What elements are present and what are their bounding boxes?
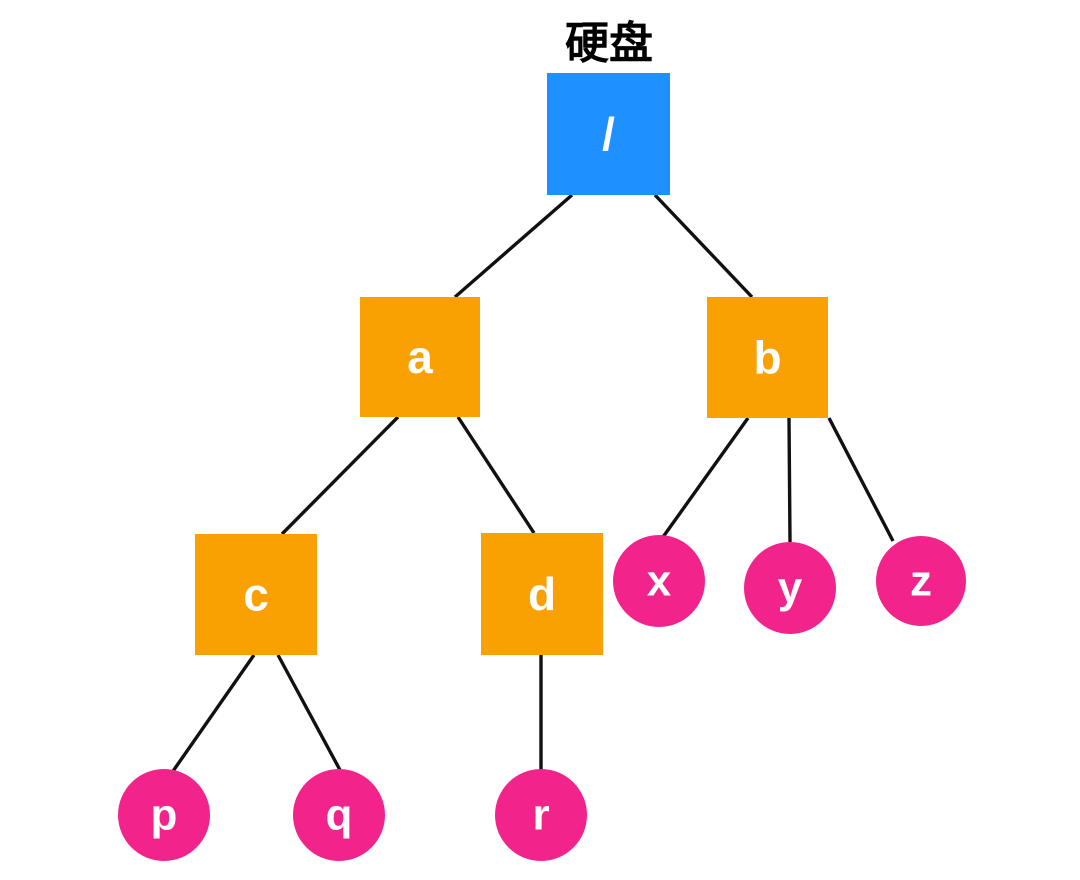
node-shape-b[interactable] (707, 297, 828, 418)
edge-root-to-b (653, 193, 754, 299)
edges-layer (169, 193, 895, 775)
node-label-b: b (753, 332, 781, 384)
node-label-r: r (532, 791, 549, 840)
node-root[interactable]: / (547, 73, 670, 195)
node-label-c: c (243, 569, 269, 621)
node-x[interactable]: x (613, 535, 705, 627)
node-r[interactable]: r (495, 769, 587, 861)
node-shape-z[interactable] (876, 536, 966, 626)
node-shape-d[interactable] (481, 533, 603, 655)
node-shape-y[interactable] (744, 542, 836, 634)
node-shape-c[interactable] (195, 534, 317, 655)
node-label-root: / (602, 108, 615, 160)
edge-a-to-d (456, 416, 536, 534)
edge-c-to-p (169, 654, 256, 775)
nodes-layer: / a b c d x y z p q r (118, 73, 966, 861)
node-label-x: x (647, 557, 672, 606)
edge-b-to-x (661, 417, 750, 538)
node-label-z: z (910, 557, 932, 606)
edge-c-to-q (276, 654, 342, 771)
node-label-a: a (407, 331, 433, 383)
node-shape-r[interactable] (495, 769, 587, 861)
node-z[interactable]: z (876, 536, 966, 626)
node-c[interactable]: c (195, 534, 317, 655)
node-shape-q[interactable] (293, 769, 385, 861)
node-label-y: y (778, 564, 803, 613)
edge-a-to-c (280, 415, 400, 536)
edge-root-to-a (453, 193, 574, 299)
edge-b-to-z (827, 417, 895, 542)
node-q[interactable]: q (293, 769, 385, 861)
node-shape-p[interactable] (118, 769, 210, 861)
node-shape-root[interactable] (547, 73, 670, 195)
node-label-q: q (326, 791, 353, 840)
node-d[interactable]: d (481, 533, 603, 655)
node-shape-x[interactable] (613, 535, 705, 627)
node-shape-a[interactable] (360, 297, 480, 417)
node-y[interactable]: y (744, 542, 836, 634)
hard-disk-annotation-label: 硬盘 (565, 19, 653, 68)
node-b[interactable]: b (707, 297, 828, 418)
edge-b-to-y (787, 417, 792, 543)
node-label-p: p (151, 791, 178, 840)
node-label-d: d (528, 568, 556, 620)
node-a[interactable]: a (360, 297, 480, 417)
node-p[interactable]: p (118, 769, 210, 861)
